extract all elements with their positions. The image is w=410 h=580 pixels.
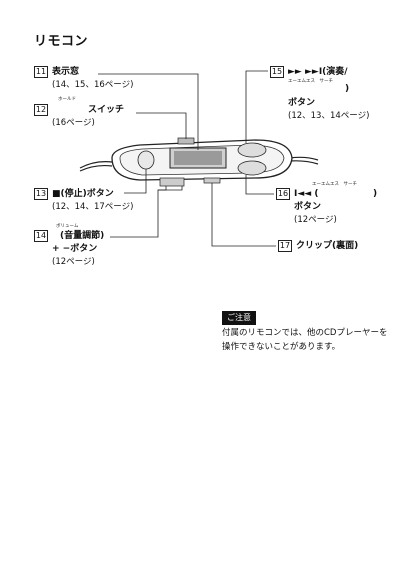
label-text: I◄◄ ( bbox=[294, 189, 319, 199]
label-text: ►► ►►I(演奏/ bbox=[288, 67, 348, 77]
label-clip: 17 クリップ(裏面) bbox=[278, 240, 358, 253]
note-badge: ご注意 bbox=[222, 311, 256, 325]
label-text: ■(停止)ボタン bbox=[52, 189, 114, 199]
label-text-2: + −ボタン bbox=[52, 244, 98, 254]
page-title: リモコン bbox=[34, 34, 89, 49]
cable-right bbox=[289, 156, 319, 161]
play-button-shape bbox=[237, 142, 267, 158]
leader-12 bbox=[136, 112, 187, 139]
label-pages: (12、13、14ページ) bbox=[288, 111, 370, 121]
label-stop-button: 13 ■(停止)ボタン bbox=[34, 188, 114, 201]
stop-button-shape bbox=[137, 150, 155, 170]
label-hold-switch: 12 スイッチ bbox=[34, 104, 124, 117]
leader-16 bbox=[245, 175, 274, 195]
label-pages: (12、14、17ページ) bbox=[52, 202, 134, 212]
ruby-text: エーエムエス サーチ bbox=[312, 182, 357, 187]
label-play-button: 15 ►► ►►I(演奏/ bbox=[270, 66, 348, 79]
label-text-2: ボタン bbox=[288, 98, 316, 108]
label-close-paren: ) bbox=[345, 84, 350, 94]
label-text: クリップ(裏面) bbox=[296, 241, 359, 251]
callout-number: 14 bbox=[34, 230, 48, 242]
note-text: 付属のリモコンでは、他のCDプレーヤーを操作できないことがあります。 bbox=[222, 328, 388, 352]
leader-11 bbox=[98, 73, 199, 150]
label-volume-buttons: 14 (音量調節) bbox=[34, 230, 104, 243]
leader-13 bbox=[124, 169, 147, 194]
label-text-2: ボタン bbox=[294, 202, 322, 212]
volume-buttons-shape bbox=[159, 177, 185, 187]
callout-number: 16 bbox=[276, 188, 290, 200]
ruby-text: ボリューム bbox=[56, 224, 79, 229]
label-pages: (16ページ) bbox=[52, 118, 95, 128]
ruby-text: ホールド bbox=[58, 97, 76, 102]
callout-number: 11 bbox=[34, 66, 48, 78]
label-close-paren: ) bbox=[373, 189, 378, 199]
rew-button-shape bbox=[237, 160, 267, 176]
leader-15 bbox=[245, 70, 268, 143]
callout-number: 12 bbox=[34, 104, 48, 116]
label-display-window: 11 表示窓 bbox=[34, 66, 79, 79]
label-rew-button: 16 I◄◄ ( bbox=[276, 188, 318, 201]
label-text: 表示窓 bbox=[52, 67, 80, 77]
label-text: (音量調節) bbox=[60, 231, 105, 241]
clip-shape bbox=[203, 177, 221, 184]
ruby-text: エーエムエス サーチ bbox=[288, 79, 333, 84]
label-pages: (12ページ) bbox=[294, 215, 337, 225]
label-pages: (14、15、16ページ) bbox=[52, 80, 134, 90]
callout-number: 17 bbox=[278, 240, 292, 252]
leader-17 bbox=[211, 183, 276, 247]
label-text: スイッチ bbox=[88, 105, 125, 115]
callout-number: 13 bbox=[34, 188, 48, 200]
label-pages: (12ページ) bbox=[52, 257, 95, 267]
callout-number: 15 bbox=[270, 66, 284, 78]
cable-left bbox=[79, 161, 113, 169]
